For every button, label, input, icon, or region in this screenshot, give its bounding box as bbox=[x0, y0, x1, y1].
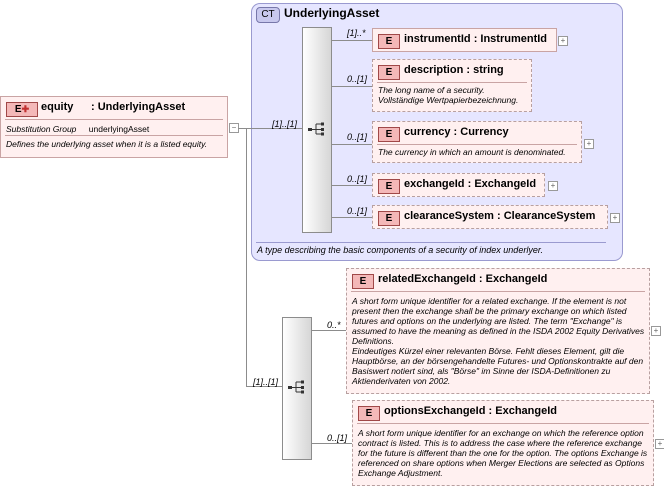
connector-line bbox=[332, 185, 372, 186]
element-badge: E bbox=[358, 406, 380, 421]
child-multiplicity: 0..[1] bbox=[347, 206, 368, 216]
expand-icon[interactable]: + bbox=[584, 139, 594, 149]
element-instrumentId[interactable]: E instrumentId : InstrumentId bbox=[372, 28, 557, 52]
connector-line bbox=[332, 40, 372, 41]
element-name: optionsExchangeId : ExchangeId bbox=[384, 405, 557, 417]
expand-icon[interactable]: + bbox=[655, 439, 664, 449]
complex-type-name: UnderlyingAsset bbox=[284, 6, 380, 20]
element-doc: The long name of a security. Vollständig… bbox=[378, 85, 519, 105]
element-exchangeId[interactable]: E exchangeId : ExchangeId bbox=[372, 173, 545, 197]
element-name: currency : Currency bbox=[404, 126, 509, 138]
root-separator bbox=[5, 119, 223, 120]
element-optionsExchangeId[interactable]: E optionsExchangeId : ExchangeId A short… bbox=[352, 400, 654, 486]
element-name: instrumentId : InstrumentId bbox=[404, 33, 548, 45]
element-name: description : string bbox=[404, 64, 504, 76]
connector-line bbox=[238, 128, 302, 129]
root-row-separator bbox=[5, 135, 223, 136]
complex-type-doc: A type describing the basic components o… bbox=[257, 245, 543, 255]
child-multiplicity: 0..[1] bbox=[347, 132, 368, 142]
element-doc: A short form unique identifier for an ex… bbox=[358, 428, 648, 478]
root-element-name: equity bbox=[41, 101, 74, 113]
element-badge: E bbox=[378, 65, 400, 80]
connector-line bbox=[332, 86, 372, 87]
child-multiplicity: 0..[1] bbox=[347, 174, 368, 184]
expand-icon[interactable]: + bbox=[610, 213, 620, 223]
complex-type-badge: CT bbox=[256, 7, 280, 23]
root-element-doc: Defines the underlying asset when it is … bbox=[6, 139, 208, 149]
child-multiplicity: 0..[1] bbox=[327, 433, 348, 443]
element-separator bbox=[351, 291, 645, 292]
element-name: relatedExchangeId : ExchangeId bbox=[378, 273, 548, 285]
expand-icon[interactable]: + bbox=[651, 326, 661, 336]
element-description[interactable]: E description : string The long name of … bbox=[372, 59, 532, 112]
substitution-group-value: underlyingAsset bbox=[88, 124, 150, 134]
root-element-equity[interactable]: E✚ equity : UnderlyingAsset Substitution… bbox=[0, 96, 228, 158]
element-badge: E bbox=[352, 274, 374, 289]
connector-line bbox=[332, 217, 372, 218]
element-doc: The currency in which an amount is denom… bbox=[378, 147, 566, 157]
element-separator bbox=[377, 82, 527, 83]
element-separator bbox=[377, 144, 577, 145]
complex-type-separator bbox=[256, 242, 606, 243]
connector-line bbox=[332, 144, 372, 145]
sequence-icon bbox=[288, 380, 304, 394]
connector-line bbox=[312, 443, 352, 444]
substitution-group-label: Substitution Group bbox=[6, 124, 77, 134]
element-name: exchangeId : ExchangeId bbox=[404, 178, 537, 190]
expand-icon[interactable]: + bbox=[548, 181, 558, 191]
expand-icon[interactable]: + bbox=[558, 36, 568, 46]
sequence-icon bbox=[308, 122, 324, 136]
element-clearanceSystem[interactable]: E clearanceSystem : ClearanceSystem bbox=[372, 205, 608, 229]
ct-sequence-multiplicity: [1]..[1] bbox=[272, 119, 298, 129]
element-badge: E bbox=[378, 211, 400, 226]
element-name: clearanceSystem : ClearanceSystem bbox=[404, 210, 596, 222]
connector-line bbox=[246, 386, 282, 387]
connector-line bbox=[246, 128, 247, 386]
element-separator bbox=[357, 423, 649, 424]
element-doc: A short form unique identifier for a rel… bbox=[352, 296, 645, 386]
child-multiplicity: 0..[1] bbox=[347, 74, 368, 84]
child-multiplicity: 0..* bbox=[327, 320, 341, 330]
substitution-group-row: Substitution Group underlyingAsset bbox=[6, 124, 149, 134]
element-badge: E bbox=[378, 179, 400, 194]
connector-line bbox=[312, 330, 346, 331]
element-currency[interactable]: E currency : Currency The currency in wh… bbox=[372, 121, 582, 163]
element-relatedExchangeId[interactable]: E relatedExchangeId : ExchangeId A short… bbox=[346, 268, 650, 394]
child-multiplicity: [1]..* bbox=[347, 28, 366, 38]
element-badge: E bbox=[378, 34, 400, 49]
root-element-type: : UnderlyingAsset bbox=[91, 101, 186, 113]
outer-sequence-multiplicity: [1]..[1] bbox=[253, 377, 279, 387]
element-badge: E✚ bbox=[6, 102, 38, 117]
element-badge: E bbox=[378, 127, 400, 142]
sequence-compositor[interactable] bbox=[282, 317, 312, 460]
substitution-icon: ✚ bbox=[21, 104, 30, 114]
